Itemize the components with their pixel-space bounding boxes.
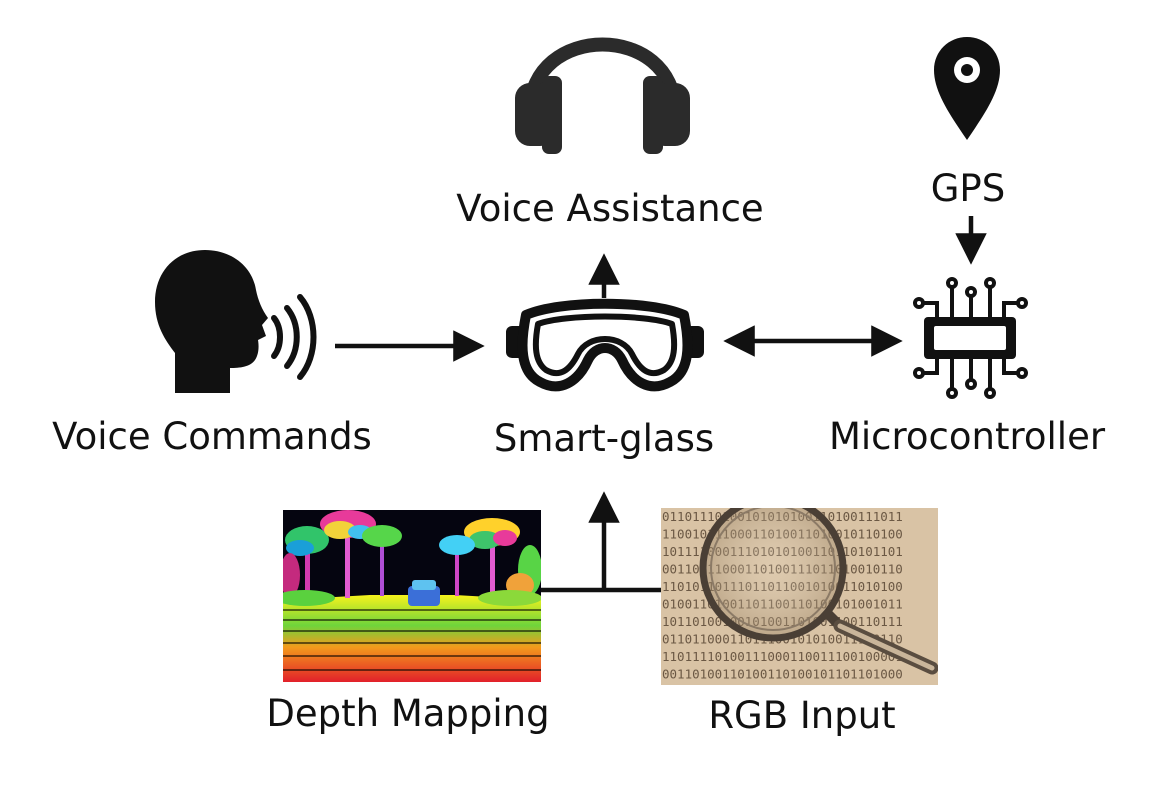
binary-row: 00110100110100110100101101101000 (662, 667, 903, 682)
depth-mapping-label: Depth Mapping (266, 692, 550, 735)
map-pin-icon (934, 37, 1000, 140)
smart-glass-label: Smart-glass (493, 417, 715, 460)
binary-row: 11011110100111000110011100100001 (662, 649, 903, 664)
voice-assistance-label: Voice Assistance (456, 187, 764, 230)
headphones-icon (515, 37, 690, 154)
goggles-icon (506, 298, 704, 392)
microcontroller-label: Microcontroller (828, 415, 1106, 458)
voice-commands-label: Voice Commands (52, 415, 372, 458)
connectors (335, 216, 987, 593)
gps-label: GPS (930, 167, 1006, 210)
microchip-icon (913, 277, 1028, 399)
depth-map-image (283, 510, 541, 682)
speaking-head-icon (155, 250, 317, 393)
binary-magnifier-image: 0110111010010101010011010011101111001011… (661, 508, 938, 685)
rgb-input-label: RGB Input (708, 694, 896, 737)
